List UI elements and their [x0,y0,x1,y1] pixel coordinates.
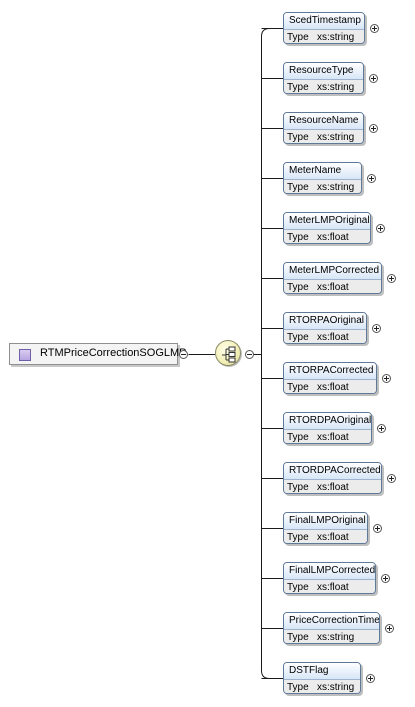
element-name: ResourceType [284,63,363,80]
element-type-row: Type xs:float [284,230,370,243]
expand-icon[interactable] [369,124,378,133]
element-name: ScedTimestamp [284,13,364,30]
element-name: ResourceName [284,113,363,130]
element-name: MeterLMPCorrected [284,263,381,280]
expand-icon[interactable] [382,374,391,383]
expand-icon[interactable] [387,474,396,483]
expand-icon[interactable] [387,274,396,283]
type-value: xs:float [317,332,349,343]
element-type-row: Type xs:string [284,30,364,43]
type-label: Type [287,132,309,143]
type-value: xs:string [317,132,355,143]
type-label: Type [287,332,309,343]
element-type-row: Type xs:float [284,280,381,293]
element-type-row: Type xs:float [284,480,381,493]
element-type-row: Type xs:float [284,330,366,343]
element-type-row: Type xs:string [284,80,363,93]
expand-icon[interactable] [385,624,394,633]
sequence-collapse-icon[interactable] [245,350,254,359]
element-name: MeterLMPOriginal [284,213,370,230]
expand-icon[interactable] [370,24,379,33]
expand-icon[interactable] [369,74,378,83]
type-value: xs:float [317,532,349,543]
expand-icon[interactable] [367,174,376,183]
expand-icon[interactable] [373,524,382,533]
element-name: RTORPACorrected [284,363,376,380]
element-type-row: Type xs:float [284,430,371,443]
element-type-row: Type xs:float [284,580,375,593]
type-label: Type [287,532,309,543]
expand-icon[interactable] [377,424,386,433]
expand-icon[interactable] [372,324,381,333]
element-name: MeterName [284,163,361,180]
type-label: Type [287,182,309,193]
type-label: Type [287,232,309,243]
element-type-row: Type xs:string [284,180,361,193]
type-label: Type [287,282,309,293]
element-type-row: Type xs:string [284,630,379,643]
element-name: DSTFlag [284,663,360,680]
type-label: Type [287,582,309,593]
expand-icon[interactable] [366,674,375,683]
root-element-node[interactable]: RTMPriceCorrectionSOGLMP [9,343,187,365]
type-value: xs:string [317,632,355,643]
sequence-icon [222,346,236,363]
type-value: xs:float [317,282,349,293]
type-value: xs:float [317,582,349,593]
element-name: RTORDPACorrected [284,463,381,480]
element-name: RTORPAOriginal [284,313,366,330]
type-value: xs:float [317,382,349,393]
element-name: FinalLMPCorrected [284,563,375,580]
type-label: Type [287,32,309,43]
type-label: Type [287,432,309,443]
type-value: xs:string [317,32,355,43]
type-label: Type [287,682,309,693]
type-value: xs:string [317,182,355,193]
complex-element-icon [19,349,31,361]
type-label: Type [287,82,309,93]
type-label: Type [287,482,309,493]
type-value: xs:string [317,82,355,93]
type-value: xs:float [317,482,349,493]
element-type-row: Type xs:string [284,680,360,693]
element-name: RTORDPAOriginal [284,413,371,430]
expand-icon[interactable] [381,574,390,583]
element-type-row: Type xs:float [284,530,367,543]
root-collapse-icon[interactable] [179,350,188,359]
type-value: xs:float [317,232,349,243]
root-element-label: RTMPriceCorrectionSOGLMP [40,347,187,359]
element-name: PriceCorrectionTime [284,613,379,630]
trunk-connector [261,28,283,679]
element-name: FinalLMPOriginal [284,513,367,530]
type-value: xs:string [317,682,355,693]
sequence-compositor[interactable] [215,340,241,366]
element-type-row: Type xs:string [284,130,363,143]
element-type-row: Type xs:float [284,380,376,393]
type-label: Type [287,382,309,393]
type-label: Type [287,632,309,643]
type-value: xs:float [317,432,349,443]
expand-icon[interactable] [376,224,385,233]
